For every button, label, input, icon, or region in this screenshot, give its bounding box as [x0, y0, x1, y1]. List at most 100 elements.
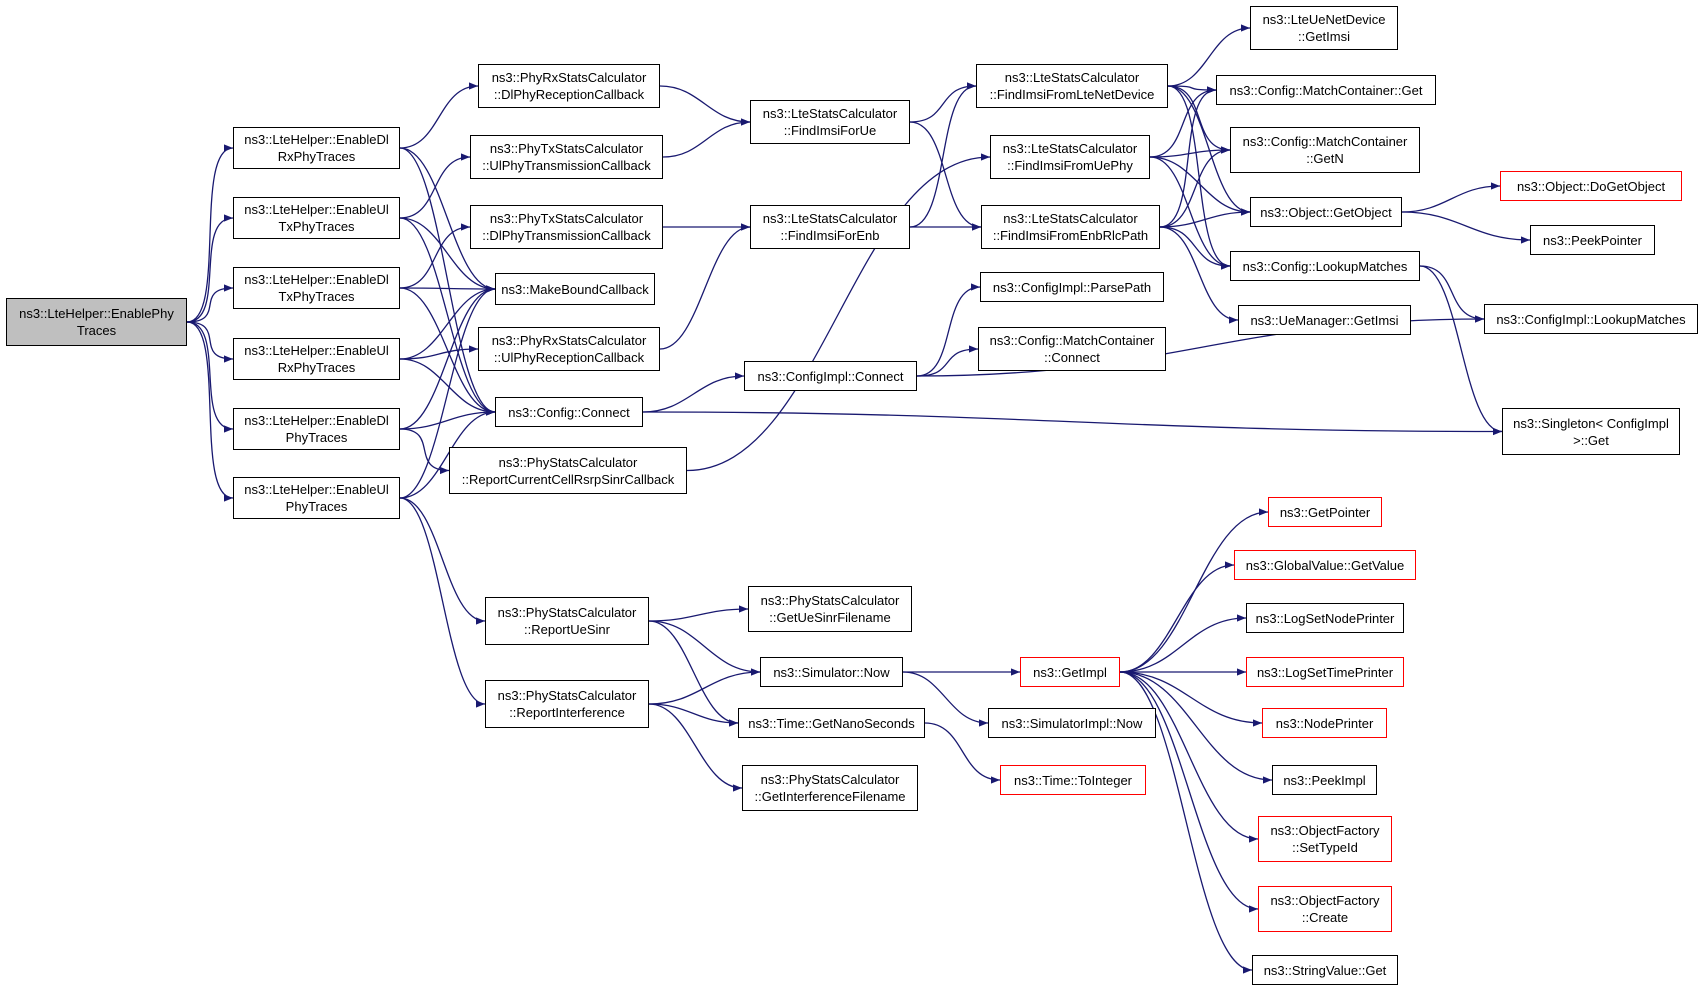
node-lookup[interactable]: ns3::Config::LookupMatches	[1230, 251, 1420, 281]
node-label-line: ns3::LteHelper::EnablePhy	[19, 306, 174, 321]
node-logtime[interactable]: ns3::LogSetTimePrinter	[1246, 657, 1404, 687]
edge-getobj-to-dogetobj	[1401, 182, 1501, 213]
node-getimpl[interactable]: ns3::GetImpl	[1020, 657, 1120, 687]
node-txdlcb[interactable]: ns3::PhyTxStatsCalculator::DlPhyTransmis…	[470, 205, 663, 249]
node-label-line: Traces	[76, 323, 117, 338]
edge-ffuephy-to-mcgetn	[1149, 146, 1231, 158]
node-mbc[interactable]: ns3::MakeBoundCallback	[495, 273, 655, 305]
node-implnow[interactable]: ns3::SimulatorImpl::Now	[988, 708, 1156, 738]
edge-fflte-to-getobj	[1167, 85, 1251, 216]
node-implconn[interactable]: ns3::ConfigImpl::Connect	[744, 361, 917, 391]
edge-ulphy-to-uesinr	[399, 497, 486, 625]
node-svget[interactable]: ns3::StringValue::Get	[1252, 955, 1398, 985]
edge-dlphy-to-mbc	[399, 285, 496, 430]
node-dogetobj[interactable]: ns3::Object::DoGetObject	[1500, 171, 1682, 201]
node-label-line: ns3::LogSetTimePrinter	[1256, 664, 1394, 680]
node-label-line: RxPhyTraces	[277, 149, 356, 164]
edge-ulrx-to-rxulcb	[399, 345, 479, 360]
node-ofsettid[interactable]: ns3::ObjectFactory::SetTypeId	[1258, 816, 1392, 862]
node-cfgconn[interactable]: ns3::Config::Connect	[495, 397, 643, 427]
edge-ultx-to-txulcb	[399, 153, 471, 219]
edge-fflte-to-lookup	[1167, 85, 1231, 270]
node-now[interactable]: ns3::Simulator::Now	[760, 657, 903, 687]
node-txulcb[interactable]: ns3::PhyTxStatsCalculator::UlPhyTransmis…	[470, 135, 663, 179]
edge-root-to-dlphy	[186, 321, 234, 433]
node-label-line: ::ReportCurrentCellRsrpSinrCallback	[461, 471, 675, 487]
node-label-line: ns3::Config::MatchContainer	[989, 333, 1155, 348]
node-label-line: ns3::PhyTxStatsCalculator	[489, 141, 644, 156]
node-mcget[interactable]: ns3::Config::MatchContainer::Get	[1216, 75, 1436, 105]
node-label-line: ::FindImsiForEnb	[780, 228, 880, 243]
node-getptr[interactable]: ns3::GetPointer	[1268, 497, 1382, 527]
edge-getimpl-to-svget	[1119, 671, 1253, 974]
node-label-line: >::Get	[1573, 432, 1609, 448]
edge-getimpl-to-gvget	[1119, 561, 1235, 673]
node-fflte[interactable]: ns3::LteStatsCalculator::FindImsiFromLte…	[976, 64, 1168, 108]
node-label-line: ::FindImsiFromLteNetDevice	[989, 87, 1155, 102]
node-peekptr[interactable]: ns3::PeekPointer	[1530, 225, 1655, 255]
node-uemgr[interactable]: ns3::UeManager::GetImsi	[1238, 305, 1411, 335]
node-singleton[interactable]: ns3::Singleton< ConfigImpl>::Get	[1502, 408, 1680, 455]
edge-dltx-to-cfgconn	[399, 287, 496, 416]
node-label-line: ::FindImsiFromEnbRlcPath	[992, 228, 1149, 243]
node-rxulcb[interactable]: ns3::PhyRxStatsCalculator::UlPhyReceptio…	[478, 327, 660, 371]
edge-ffuephy-to-mcget	[1149, 86, 1217, 158]
node-label-line: ns3::ConfigImpl::Connect	[757, 368, 904, 384]
node-rxdlcb[interactable]: ns3::PhyRxStatsCalculator::DlPhyReceptio…	[478, 64, 660, 108]
node-parse[interactable]: ns3::ConfigImpl::ParsePath	[980, 272, 1164, 302]
node-nanos[interactable]: ns3::Time::GetNanoSeconds	[738, 708, 925, 738]
edge-ulphy-to-interf	[399, 497, 486, 708]
node-mcgetn[interactable]: ns3::Config::MatchContainer::GetN	[1230, 127, 1420, 173]
node-label-line: ::GetUeSinrFilename	[769, 610, 891, 625]
node-ueimsi[interactable]: ns3::LteUeNetDevice::GetImsi	[1250, 6, 1398, 50]
node-peekimpl[interactable]: ns3::PeekImpl	[1272, 765, 1377, 795]
node-rsrp[interactable]: ns3::PhyStatsCalculator::ReportCurrentCe…	[449, 447, 687, 494]
node-label-line: ns3::Object::DoGetObject	[1516, 178, 1666, 194]
edge-root-to-ulrx	[186, 321, 234, 363]
node-label-line: ::GetInterferenceFilename	[754, 789, 906, 804]
node-label-line: ::FindImsiFromUePhy	[1007, 158, 1133, 173]
edge-ulphy-to-cfgconn	[399, 408, 496, 499]
node-ffuephy[interactable]: ns3::LteStatsCalculator::FindImsiFromUeP…	[990, 135, 1150, 179]
node-label-line: ns3::GetImpl	[1033, 664, 1107, 680]
node-interf[interactable]: ns3::PhyStatsCalculator::ReportInterfere…	[485, 680, 649, 728]
node-nodeprn[interactable]: ns3::NodePrinter	[1262, 708, 1387, 738]
edge-fflte-to-ueimsi	[1167, 24, 1251, 87]
node-interffile[interactable]: ns3::PhyStatsCalculator::GetInterference…	[742, 765, 918, 811]
node-toint[interactable]: ns3::Time::ToInteger	[1000, 765, 1146, 795]
edge-dlphy-to-cfgconn	[399, 408, 496, 430]
node-mcconn[interactable]: ns3::Config::MatchContainer::Connect	[978, 327, 1166, 371]
node-getobj[interactable]: ns3::Object::GetObject	[1250, 197, 1402, 227]
edge-root-to-dlrx	[186, 144, 234, 323]
edge-ffrlc-to-mcget	[1159, 86, 1217, 228]
edge-nanos-to-toint	[924, 722, 1001, 784]
node-label-line: ns3::ConfigImpl::LookupMatches	[1496, 311, 1686, 327]
edge-uesinr-to-sinrfile	[648, 605, 749, 622]
edge-lookup-to-singleton	[1419, 265, 1503, 436]
node-label-line: ns3::StringValue::Get	[1263, 962, 1387, 978]
edge-dltx-to-txdlcb	[399, 223, 471, 289]
edge-fflte-to-mcgetn	[1167, 85, 1231, 154]
node-ofcreate[interactable]: ns3::ObjectFactory::Create	[1258, 886, 1392, 932]
node-label-line: ns3::GetPointer	[1279, 504, 1371, 520]
node-ffrlc[interactable]: ns3::LteStatsCalculator::FindImsiFromEnb…	[981, 205, 1160, 249]
node-label-line: TxPhyTraces	[278, 219, 355, 234]
node-ffue[interactable]: ns3::LteStatsCalculator::FindImsiForUe	[750, 100, 910, 144]
node-label-line: ns3::Time::ToInteger	[1013, 772, 1132, 788]
node-sinrfile[interactable]: ns3::PhyStatsCalculator::GetUeSinrFilena…	[748, 586, 912, 632]
node-label-line: ns3::LteStatsCalculator	[1003, 211, 1138, 226]
node-label-line: ns3::LteStatsCalculator	[762, 211, 898, 226]
node-impllookup[interactable]: ns3::ConfigImpl::LookupMatches	[1484, 304, 1698, 334]
node-gvget[interactable]: ns3::GlobalValue::GetValue	[1234, 550, 1416, 580]
node-ffenb[interactable]: ns3::LteStatsCalculator::FindImsiForEnb	[750, 205, 910, 249]
node-lognode[interactable]: ns3::LogSetNodePrinter	[1246, 603, 1404, 633]
node-label-line: ns3::Config::MatchContainer	[1242, 134, 1408, 149]
node-uesinr[interactable]: ns3::PhyStatsCalculator::ReportUeSinr	[485, 597, 649, 645]
edge-root-to-ulphy	[186, 321, 234, 502]
